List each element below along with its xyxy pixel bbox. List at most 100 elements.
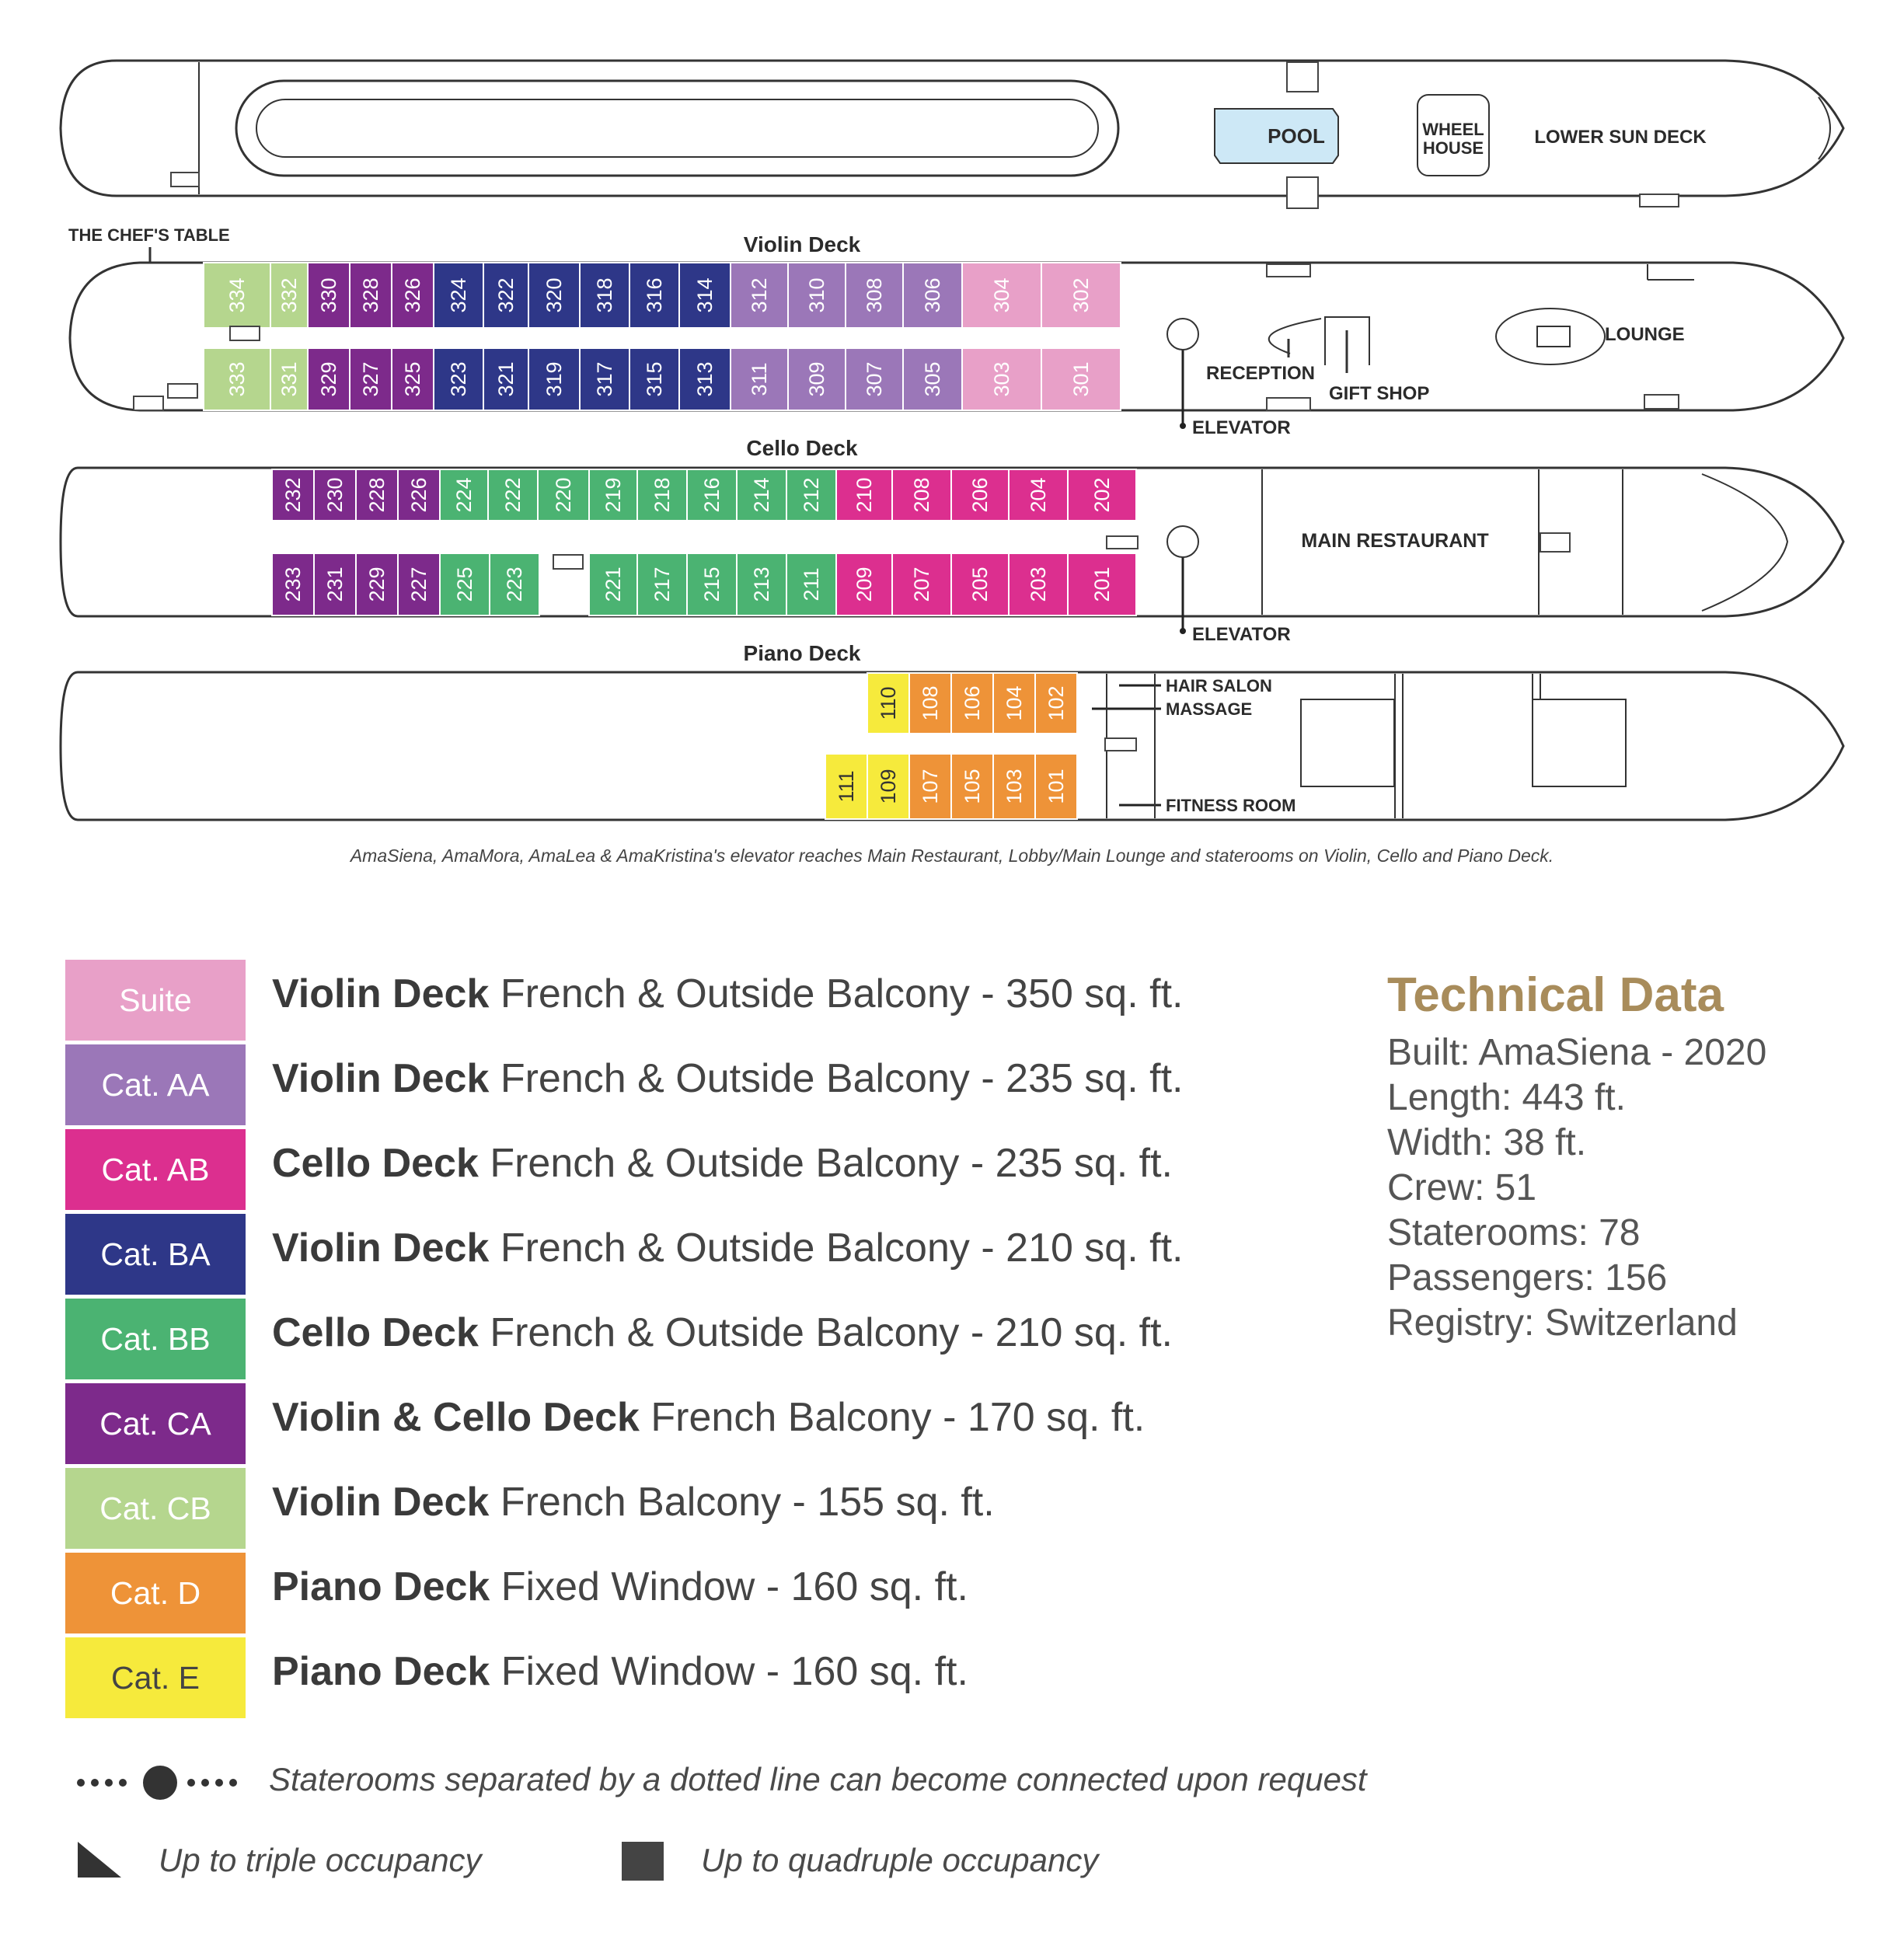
legend-row: Cat. BA Violin Deck French & Outside Balc… xyxy=(65,1214,1386,1295)
stateroom-number-202: 202 xyxy=(1090,477,1114,512)
stateroom-number-222: 222 xyxy=(501,477,525,512)
stateroom-number-228: 228 xyxy=(365,477,389,512)
stateroom-109 xyxy=(867,753,910,820)
stateroom-number-102: 102 xyxy=(1044,685,1068,720)
stateroom-208 xyxy=(891,469,952,521)
stateroom-number-216: 216 xyxy=(700,477,724,512)
stateroom-number-318: 318 xyxy=(593,277,616,312)
stateroom-202 xyxy=(1067,469,1137,521)
wheelhouse-label-2: HOUSE xyxy=(1423,138,1484,158)
violin-deck-title: Violin Deck xyxy=(744,232,861,256)
stateroom-110 xyxy=(867,672,910,734)
legend-detail: French & Outside Balcony - 235 sq. ft. xyxy=(489,1056,1184,1101)
gift-shop-label: GIFT SHOP xyxy=(1329,383,1429,404)
stateroom-302 xyxy=(1041,262,1121,329)
legend-description: Cello Deck French & Outside Balcony - 23… xyxy=(272,1140,1173,1187)
stateroom-number-320: 320 xyxy=(542,277,566,312)
stateroom-number-322: 322 xyxy=(494,277,518,312)
stateroom-223 xyxy=(489,553,540,616)
stateroom-104 xyxy=(992,672,1036,734)
wheelhouse-label-1: WHEEL xyxy=(1422,120,1484,139)
technical-data-item: Width: 38 ft. xyxy=(1387,1122,1587,1163)
stateroom-number-107: 107 xyxy=(919,769,942,804)
stateroom-316 xyxy=(629,262,680,329)
stateroom-number-219: 219 xyxy=(602,477,625,512)
stateroom-314 xyxy=(678,262,731,329)
legend-detail: French & Outside Balcony - 350 sq. ft. xyxy=(489,971,1184,1016)
stateroom-number-223: 223 xyxy=(503,567,526,601)
stateroom-number-306: 306 xyxy=(921,277,944,312)
stateroom-number-217: 217 xyxy=(650,567,674,601)
stateroom-210 xyxy=(835,469,893,521)
legend-deck-name: Violin Deck xyxy=(272,971,490,1016)
technical-data-item: Staterooms: 78 xyxy=(1387,1212,1641,1253)
stateroom-330 xyxy=(307,262,350,329)
deck-plan: POOL WHEEL HOUSE LOWER SUN DECK Violin D… xyxy=(59,59,1845,821)
chefs-table-label: THE CHEF'S TABLE xyxy=(68,225,230,245)
stateroom-number-206: 206 xyxy=(968,477,992,512)
legend-description: Violin Deck French & Outside Balcony - 3… xyxy=(272,971,1183,1017)
legend-swatch: Cat. E xyxy=(65,1637,246,1718)
legend-detail: Fixed Window - 160 sq. ft. xyxy=(490,1649,968,1694)
stateroom-number-231: 231 xyxy=(323,567,347,601)
stateroom-319 xyxy=(528,347,581,411)
stateroom-number-307: 307 xyxy=(863,361,886,396)
legend-detail: Fixed Window - 160 sq. ft. xyxy=(490,1564,968,1609)
stateroom-105 xyxy=(950,753,994,820)
stateroom-318 xyxy=(579,262,630,329)
legend-detail: French & Outside Balcony - 210 sq. ft. xyxy=(489,1226,1184,1271)
elevator-label-violin: ELEVATOR xyxy=(1192,417,1291,438)
legend-swatch: Cat. BA xyxy=(65,1214,246,1295)
stateroom-206 xyxy=(950,469,1010,521)
stateroom-201 xyxy=(1067,553,1137,616)
stateroom-number-331: 331 xyxy=(277,361,301,396)
stateroom-number-215: 215 xyxy=(700,567,724,601)
stateroom-number-221: 221 xyxy=(602,567,625,601)
stateroom-number-104: 104 xyxy=(1003,685,1026,720)
technical-data-item: Length: 443 ft. xyxy=(1387,1077,1626,1118)
quadruple-occupancy-icon xyxy=(622,1842,664,1881)
legend-swatch: Cat. D xyxy=(65,1553,246,1633)
stateroom-number-310: 310 xyxy=(805,277,828,312)
stateroom-number-301: 301 xyxy=(1069,361,1093,396)
stateroom-number-334: 334 xyxy=(225,277,249,312)
stateroom-221 xyxy=(588,553,638,616)
stateroom-number-332: 332 xyxy=(277,277,301,312)
stateroom-number-311: 311 xyxy=(748,362,771,396)
stateroom-304 xyxy=(961,262,1042,329)
stateroom-311 xyxy=(730,347,789,411)
stateroom-216 xyxy=(686,469,738,521)
stateroom-number-212: 212 xyxy=(800,477,823,512)
legend-deck-name: Piano Deck xyxy=(272,1564,490,1609)
stateroom-number-105: 105 xyxy=(961,769,984,804)
stateroom-number-226: 226 xyxy=(407,477,431,512)
stateroom-number-317: 317 xyxy=(593,361,616,396)
stateroom-number-201: 201 xyxy=(1090,567,1114,601)
stateroom-number-233: 233 xyxy=(281,567,305,601)
stateroom-229 xyxy=(355,553,399,616)
stateroom-324 xyxy=(433,262,484,329)
stateroom-301 xyxy=(1041,347,1121,411)
stateroom-number-314: 314 xyxy=(693,277,717,312)
stateroom-number-305: 305 xyxy=(921,361,944,396)
stateroom-number-326: 326 xyxy=(401,277,424,312)
stateroom-number-109: 109 xyxy=(877,769,900,804)
stateroom-218 xyxy=(636,469,688,521)
stateroom-number-312: 312 xyxy=(748,277,771,312)
stateroom-number-329: 329 xyxy=(317,361,340,396)
stateroom-number-309: 309 xyxy=(805,361,828,396)
legend-detail: French & Outside Balcony - 235 sq. ft. xyxy=(478,1141,1173,1186)
triple-occupancy-icon xyxy=(78,1842,121,1878)
stateroom-number-328: 328 xyxy=(359,277,382,312)
stateroom-230 xyxy=(313,469,357,521)
stateroom-315 xyxy=(629,347,680,411)
stateroom-number-203: 203 xyxy=(1027,567,1050,601)
stateroom-323 xyxy=(433,347,484,411)
legend-description: Violin Deck French & Outside Balcony - 2… xyxy=(272,1225,1183,1271)
